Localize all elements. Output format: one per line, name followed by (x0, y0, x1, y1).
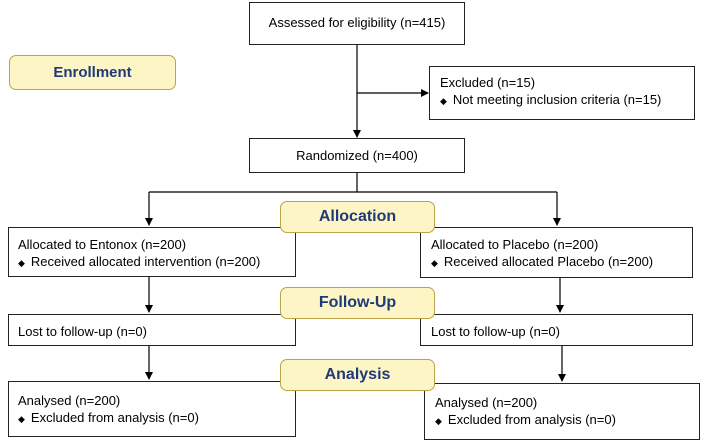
stage-analysis: Analysis (280, 359, 435, 391)
right-analysed-box: Analysed (n=200) ◆ Excluded from analysis… (424, 383, 700, 440)
right-received-text: Received allocated Placebo (n=200) (443, 254, 654, 269)
stage-followup-label: Follow-Up (318, 294, 397, 311)
assessed-text: Assessed for eligibility (n=415) (268, 15, 446, 30)
excluded-title: Excluded (n=15) (440, 75, 536, 90)
left-allocated-text: Allocated to Entonox (n=200) (18, 237, 187, 252)
right-excluded-text: Excluded from analysis (n=0) (447, 412, 616, 427)
excluded-item: ◆ Not meeting inclusion criteria (n=15) (440, 91, 694, 110)
stage-enrollment-label: Enrollment (53, 64, 132, 81)
left-received-row: ◆ Received allocated intervention (n=200) (18, 253, 295, 272)
bullet-icon: ◆ (440, 96, 447, 106)
stage-allocation-label: Allocation (318, 208, 397, 225)
bullet-icon: ◆ (18, 414, 25, 424)
excluded-box: Excluded (n=15) ◆ Not meeting inclusion c… (429, 66, 695, 120)
stage-followup: Follow-Up (280, 287, 435, 319)
right-lost-text: Lost to follow-up (n=0) (431, 324, 560, 339)
right-allocation-box: Allocated to Placebo (n=200) ◆ Received a… (420, 227, 693, 278)
stage-allocation: Allocation (280, 201, 435, 233)
bullet-icon: ◆ (435, 416, 442, 426)
randomized-box: Randomized (n=400) (249, 138, 465, 173)
left-lost-text: Lost to follow-up (n=0) (18, 324, 147, 339)
right-allocated-text: Allocated to Placebo (n=200) (431, 237, 599, 252)
excluded-item-text: Not meeting inclusion criteria (n=15) (452, 92, 662, 107)
stage-enrollment: Enrollment (9, 55, 176, 90)
bullet-icon: ◆ (18, 258, 25, 268)
left-excluded-text: Excluded from analysis (n=0) (30, 410, 199, 425)
assessed-box: Assessed for eligibility (n=415) (249, 2, 465, 45)
randomized-text: Randomized (n=400) (296, 148, 418, 163)
bullet-icon: ◆ (431, 258, 438, 268)
right-lost-box: Lost to follow-up (n=0) (420, 314, 693, 346)
right-analysed-text: Analysed (n=200) (435, 395, 538, 410)
left-lost-box: Lost to follow-up (n=0) (8, 314, 296, 346)
left-allocation-box: Allocated to Entonox (n=200) ◆ Received a… (8, 227, 296, 277)
left-analysed-text: Analysed (n=200) (18, 393, 121, 408)
left-excluded-row: ◆ Excluded from analysis (n=0) (18, 409, 295, 428)
right-excluded-row: ◆ Excluded from analysis (n=0) (435, 411, 699, 430)
stage-analysis-label: Analysis (324, 366, 391, 383)
left-received-text: Received allocated intervention (n=200) (30, 254, 261, 269)
left-analysed-box: Analysed (n=200) ◆ Excluded from analysis… (8, 381, 296, 437)
right-received-row: ◆ Received allocated Placebo (n=200) (431, 253, 692, 272)
